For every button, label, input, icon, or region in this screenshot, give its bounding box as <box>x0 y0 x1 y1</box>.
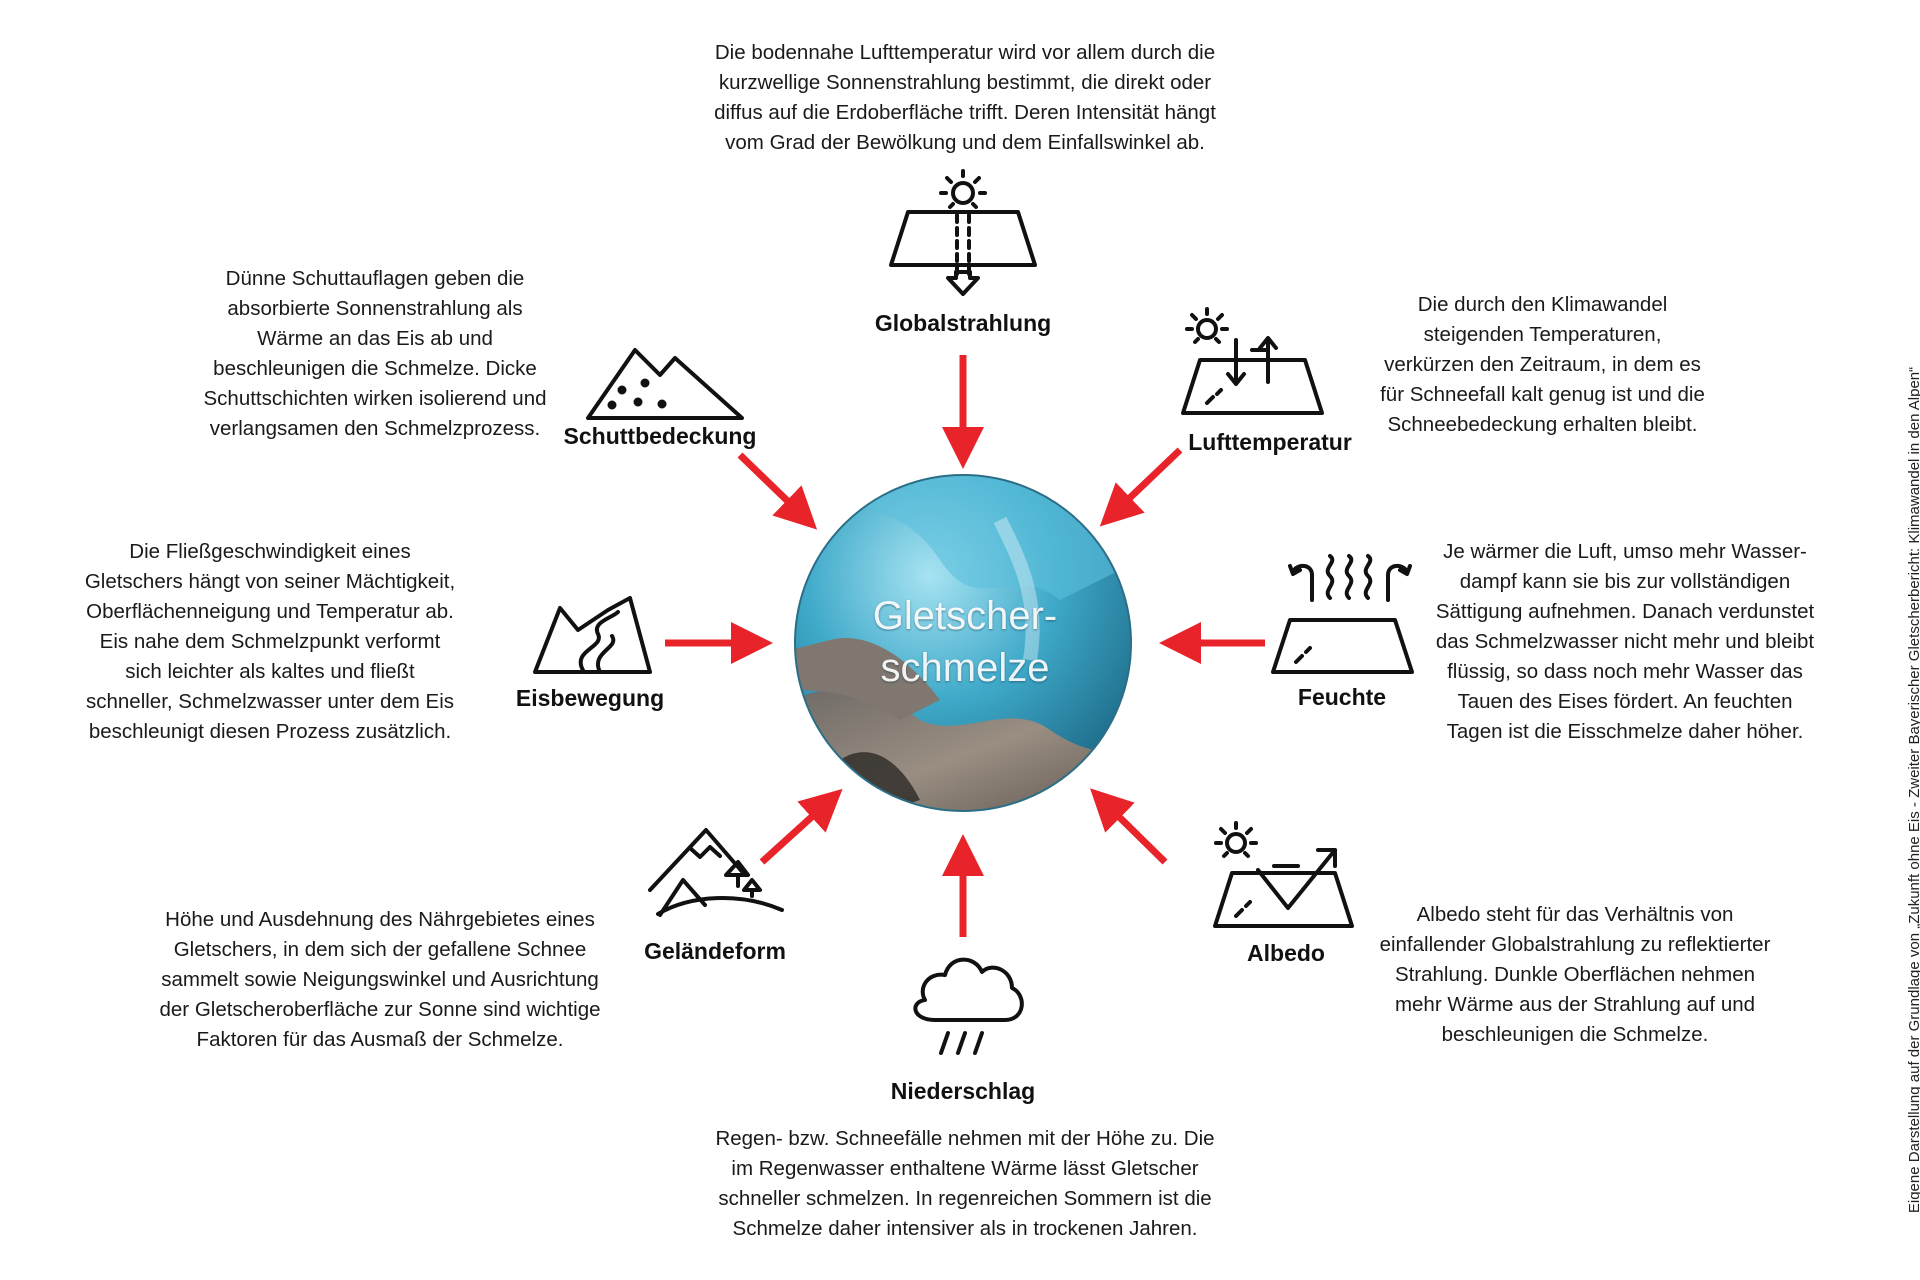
glacier-flow-icon <box>533 596 652 674</box>
schuttbedeckung-description: Dünne Schuttauflagen geben die absorbier… <box>203 267 547 440</box>
niederschlag-label: Niederschlag <box>890 1078 1036 1104</box>
arrow-gelaendeform <box>759 788 843 865</box>
gelaendeform-description: Höhe und Ausdehnung des Nährgebietes ein… <box>159 908 601 1051</box>
arrow-albedo <box>1090 788 1168 865</box>
sun-radiation-surface-icon <box>889 169 1037 296</box>
source-credit: Eigene Darstellung auf der Grundlage von… <box>1906 366 1920 1214</box>
albedo-label: Albedo <box>1247 940 1325 966</box>
eisbewegung-description: Die Fließgeschwindigkeit eines Gletscher… <box>84 540 456 743</box>
arrows <box>665 355 1265 937</box>
rain-cloud-icon <box>913 957 1024 1055</box>
globalstrahlung-description: Die bodennahe Lufttemperatur wird vor al… <box>714 41 1216 154</box>
lufttemperatur-label: Lufttemperatur <box>1188 429 1352 455</box>
gelaendeform-label: Geländeform <box>644 938 786 964</box>
globalstrahlung-label: Globalstrahlung <box>874 310 1052 336</box>
arrow-schuttbedeckung <box>737 452 818 530</box>
humidity-vapor-surface-icon <box>1271 554 1414 674</box>
sun-temperature-surface-icon <box>1181 307 1324 415</box>
feuchte-description: Je wärmer die Luft, umso mehr Wasser- da… <box>1435 540 1815 743</box>
arrow-lufttemperatur <box>1099 447 1183 527</box>
schuttbedeckung-label: Schuttbedeckung <box>563 423 757 449</box>
niederschlag-description: Regen- bzw. Schneefälle nehmen mit der H… <box>715 1127 1215 1240</box>
lufttemperatur-description: Die durch den Klimawandel steigenden Tem… <box>1380 293 1705 436</box>
center-title: Gletscher- schmelze <box>872 594 1058 690</box>
debris-mountain-icon <box>586 348 744 420</box>
albedo-reflection-icon <box>1213 821 1354 928</box>
terrain-mountains-icon <box>648 828 784 917</box>
eisbewegung-label: Eisbewegung <box>515 685 665 711</box>
feuchte-label: Feuchte <box>1297 684 1387 710</box>
albedo-description: Albedo steht für das Verhältnis von einf… <box>1379 903 1771 1046</box>
